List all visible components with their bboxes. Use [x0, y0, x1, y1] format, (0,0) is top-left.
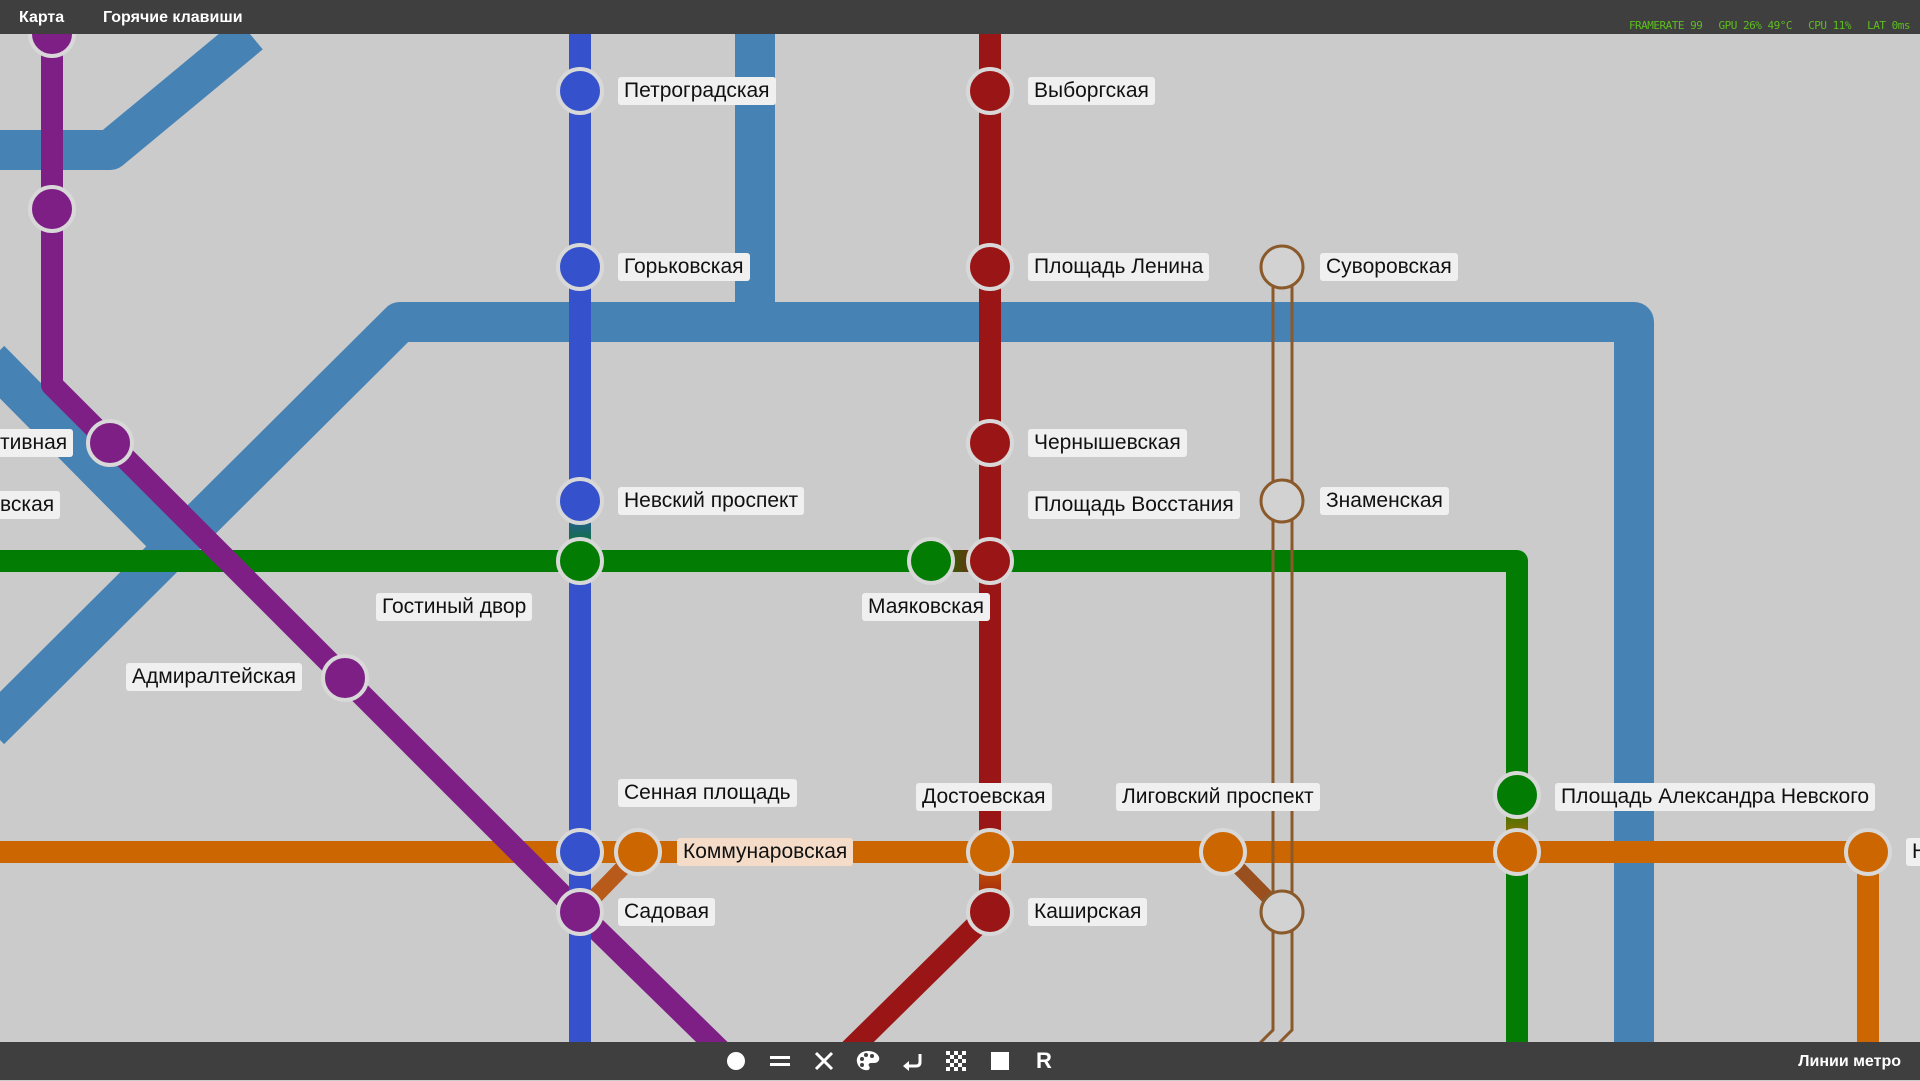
- station-label[interactable]: Площадь Ленина: [1028, 253, 1210, 281]
- station-dot[interactable]: [1844, 828, 1892, 876]
- station-dot-hollow[interactable]: [1259, 889, 1305, 935]
- performance-overlay: FRAMERATE 99 GPU 26% 49°C CPU 11% LAT 0m…: [1619, 19, 1911, 33]
- station-dot[interactable]: [321, 654, 369, 702]
- station-dot[interactable]: [1493, 828, 1541, 876]
- line-lightblue[interactable]: [0, 18, 1654, 1050]
- station-dot[interactable]: [907, 537, 955, 585]
- undo-arrow-icon: [903, 1054, 922, 1071]
- hud-latency: LAT 0ms: [1867, 19, 1910, 32]
- station-dot[interactable]: [556, 828, 604, 876]
- grid-tool[interactable]: [938, 1046, 974, 1076]
- circle-icon: [727, 1052, 745, 1070]
- station-dot[interactable]: [1493, 771, 1541, 819]
- station-label[interactable]: Чернышевская: [1028, 429, 1187, 457]
- menu-hotkeys[interactable]: Горячие клавиши: [103, 9, 243, 26]
- station-label[interactable]: Выборгская: [1028, 77, 1155, 105]
- station-label[interactable]: Знаменская: [1320, 487, 1449, 515]
- station-label[interactable]: Садовая: [618, 898, 715, 926]
- station-label[interactable]: Площадь Восстания: [1028, 491, 1240, 519]
- station-dot-hollow[interactable]: [1259, 478, 1305, 524]
- station-label[interactable]: Достоевская: [916, 783, 1052, 811]
- reset-tool[interactable]: R: [1036, 1048, 1052, 1073]
- line-green[interactable]: [0, 550, 1528, 1050]
- station-label[interactable]: Лиговский проспект: [1116, 783, 1320, 811]
- station-dot[interactable]: [556, 477, 604, 525]
- color-tool[interactable]: [850, 1046, 886, 1076]
- hud-cpu: CPU 11%: [1808, 19, 1852, 32]
- add-line-tool[interactable]: [762, 1046, 798, 1076]
- delete-tool[interactable]: [806, 1046, 842, 1076]
- station-label[interactable]: Горьковская: [618, 253, 750, 281]
- cross-icon: [814, 1051, 834, 1071]
- station-label[interactable]: Суворовская: [1320, 253, 1458, 281]
- station-dot-hollow[interactable]: [1259, 244, 1305, 290]
- metro-lines-button[interactable]: Линии метро: [1798, 1053, 1901, 1070]
- station-label[interactable]: Площадь Александра Невского: [1555, 783, 1876, 811]
- hud-gpu: GPU 26% 49°C: [1718, 19, 1793, 32]
- station-label[interactable]: Каширская: [1028, 898, 1148, 926]
- station-dot[interactable]: [966, 888, 1014, 936]
- station-dot[interactable]: [556, 537, 604, 585]
- checkerboard-icon: [946, 1051, 966, 1071]
- station-dot[interactable]: [966, 419, 1014, 467]
- station-dot[interactable]: [556, 888, 604, 936]
- line-orange[interactable]: [0, 841, 1880, 1050]
- station-dot[interactable]: [966, 243, 1014, 291]
- bottom-toolbar: R Линии метро: [0, 1042, 1920, 1080]
- line-purple[interactable]: [41, 34, 728, 1058]
- station-dot[interactable]: [86, 419, 134, 467]
- station-dot[interactable]: [556, 67, 604, 115]
- station-dot[interactable]: [1199, 828, 1247, 876]
- station-dot[interactable]: [966, 67, 1014, 115]
- palette-icon: [856, 1051, 880, 1071]
- station-label[interactable]: Адмиралтейская: [126, 663, 303, 691]
- hud-framerate: FRAMERATE 99: [1628, 19, 1703, 32]
- square-tool[interactable]: [982, 1046, 1018, 1076]
- double-line-icon: [770, 1056, 790, 1066]
- station-label[interactable]: Невский проспект: [618, 487, 805, 515]
- station-dot[interactable]: [966, 537, 1014, 585]
- station-label[interactable]: Гостиный двор: [376, 593, 533, 621]
- station-dot[interactable]: [28, 185, 76, 233]
- station-dot[interactable]: [614, 828, 662, 876]
- top-menu-bar: Карта Горячие клавиши FRAMERATE 99 GPU 2…: [0, 0, 1920, 34]
- station-dot[interactable]: [966, 828, 1014, 876]
- station-label[interactable]: Сенная площадь: [618, 779, 797, 807]
- add-station-tool[interactable]: [718, 1046, 754, 1076]
- station-dot[interactable]: [556, 243, 604, 291]
- station-label[interactable]: тивная: [0, 429, 74, 457]
- station-label[interactable]: Петроградская: [618, 77, 776, 105]
- station-label[interactable]: Н: [1906, 838, 1920, 866]
- station-label[interactable]: Коммунаровская: [677, 838, 854, 866]
- station-label[interactable]: вская: [0, 491, 61, 519]
- station-label[interactable]: Маяковская: [862, 593, 991, 621]
- menu-map[interactable]: Карта: [19, 9, 65, 26]
- square-icon: [991, 1052, 1009, 1070]
- undo-tool[interactable]: [894, 1046, 930, 1076]
